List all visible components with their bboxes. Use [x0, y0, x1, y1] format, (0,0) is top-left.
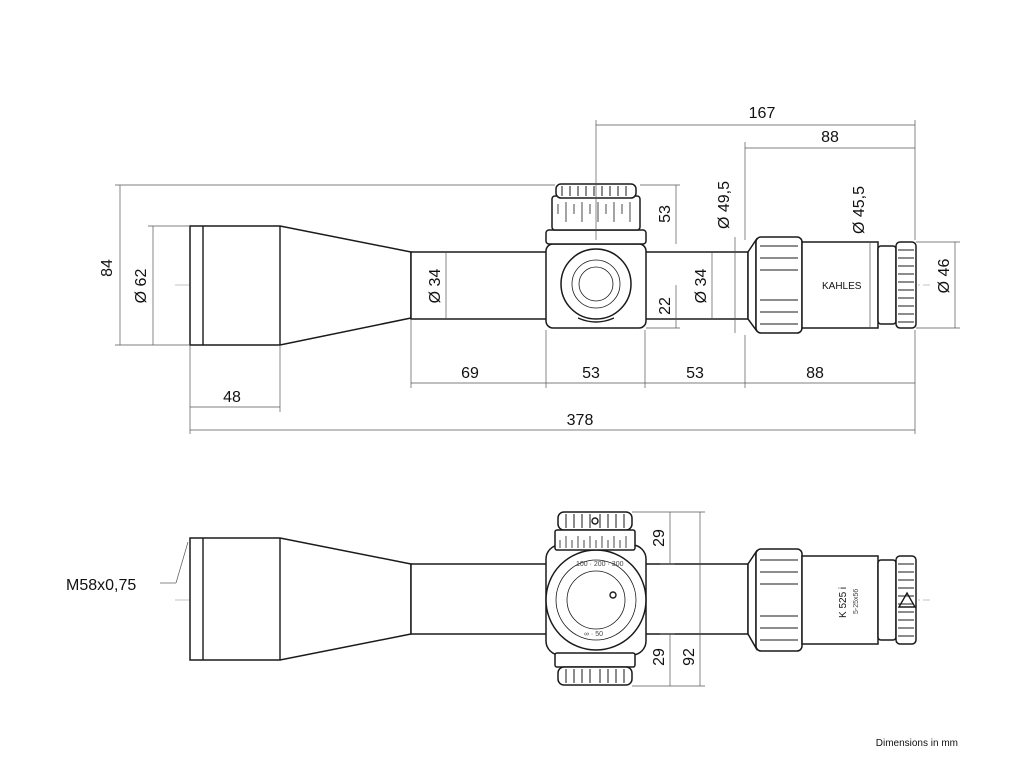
windage-turret-side	[554, 652, 636, 686]
svg-text:100 · 200 · 300: 100 · 200 · 300	[576, 561, 624, 568]
eyepiece-top: KAHLES	[747, 236, 917, 334]
warning-triangle-icon	[897, 591, 917, 608]
dim-53-vertical: 53	[657, 205, 674, 223]
magnification-ring	[755, 236, 803, 334]
elevation-turret-side	[554, 511, 636, 551]
dim-29-top: 29	[651, 529, 668, 547]
magnification-ring-side	[755, 548, 803, 652]
dim-88-bottom: 88	[806, 365, 824, 382]
dim-167: 167	[749, 105, 776, 122]
dim-53-b: 53	[686, 365, 704, 382]
dim-62: Ø 62	[133, 269, 150, 304]
main-tube-side-front	[410, 563, 552, 635]
units-note: Dimensions in mm	[876, 738, 958, 749]
dim-92: 92	[681, 648, 698, 666]
dim-48: 48	[223, 389, 241, 406]
dim-69: 69	[461, 365, 479, 382]
objective-bell-side	[189, 537, 412, 661]
magnification-label: 5-25x56	[853, 589, 860, 614]
diopter-ring	[895, 241, 917, 329]
dim-22: 22	[657, 297, 674, 315]
objective-bell	[189, 225, 412, 346]
dim-53-a: 53	[582, 365, 600, 382]
eyepiece-body-side	[801, 555, 879, 645]
thread-label: M58x0,75	[66, 577, 136, 594]
dim-88-top: 88	[821, 129, 839, 146]
dim-45-5: Ø 45,5	[851, 186, 868, 234]
dim-84: 84	[99, 259, 116, 277]
model-label: K 525 i	[838, 587, 849, 618]
dim-378: 378	[567, 412, 594, 429]
main-tube-front	[410, 251, 549, 320]
dim-34-left: Ø 34	[427, 269, 444, 304]
main-tube-side-rear	[639, 563, 749, 635]
top-view: KAHLES 167 88 84 Ø 62 Ø 34 53 22 Ø 3	[99, 105, 960, 434]
dim-46: Ø 46	[936, 259, 953, 294]
eyepiece-body	[801, 241, 879, 329]
dim-29-bottom: 29	[651, 648, 668, 666]
brand-label: KAHLES	[822, 281, 862, 292]
dim-49-5: Ø 49,5	[716, 181, 733, 229]
side-view: 100 · 200 · 300 ∞ · 50	[66, 511, 930, 687]
dim-34-right: Ø 34	[693, 269, 710, 304]
svg-text:∞ · 50: ∞ · 50	[584, 631, 603, 638]
eyepiece-side: K 525 i 5-25x56	[747, 548, 917, 652]
diopter-ring-side	[895, 555, 917, 645]
side-focus-knob	[560, 248, 632, 320]
